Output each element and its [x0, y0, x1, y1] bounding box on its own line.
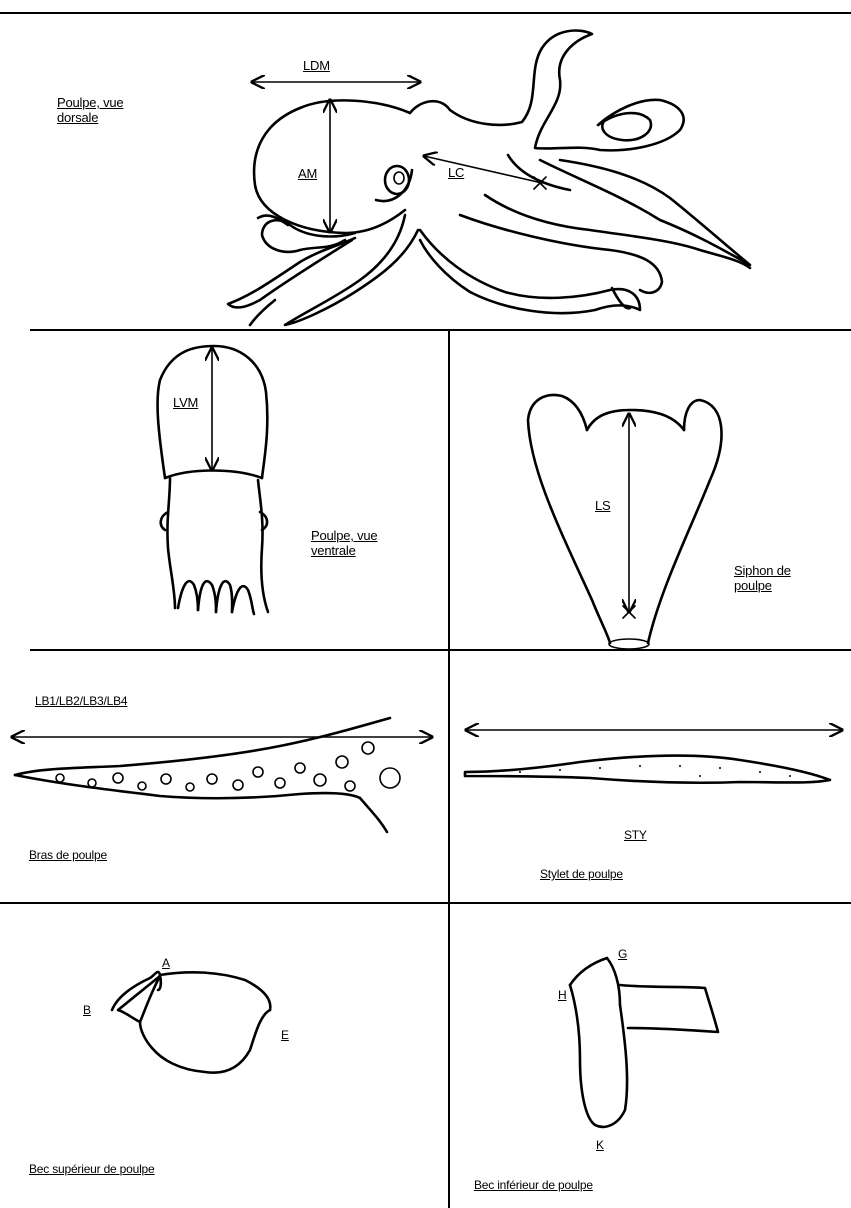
point-b-label: B	[83, 1003, 91, 1018]
ls-label: LS	[595, 498, 611, 513]
dorsal-caption: Poulpe, vue dorsale	[57, 95, 123, 125]
lvm-label: LVM	[173, 395, 198, 410]
siphon-drawing	[528, 395, 721, 649]
sty-label: STY	[624, 828, 647, 843]
stylet-speckles	[519, 765, 791, 777]
point-a-label: A	[162, 956, 170, 971]
ldm-label: LDM	[303, 58, 330, 73]
lower-beak-caption: Bec inférieur de poulpe	[474, 1178, 593, 1193]
ventral-caption: Poulpe, vue ventrale	[311, 528, 377, 558]
lower-beak-drawing	[570, 958, 718, 1127]
point-g-label: G	[618, 947, 627, 962]
upper-beak-caption: Bec supérieur de poulpe	[29, 1162, 155, 1177]
stylet-drawing	[465, 730, 842, 783]
lb-label: LB1/LB2/LB3/LB4	[35, 694, 127, 709]
point-k-label: K	[596, 1138, 604, 1153]
arm-caption: Bras de poulpe	[29, 848, 107, 863]
ventral-octopus-drawing	[158, 346, 268, 614]
point-e-label: E	[281, 1028, 289, 1043]
lc-label: LC	[448, 165, 464, 180]
panel-grid	[0, 13, 851, 1208]
am-label: AM	[298, 166, 317, 181]
siphon-caption: Siphon de poulpe	[734, 563, 791, 593]
arm-drawing	[12, 718, 432, 832]
stylet-caption: Stylet de poulpe	[540, 867, 623, 882]
point-h-label: H	[558, 988, 566, 1003]
upper-beak-drawing	[112, 972, 270, 1073]
